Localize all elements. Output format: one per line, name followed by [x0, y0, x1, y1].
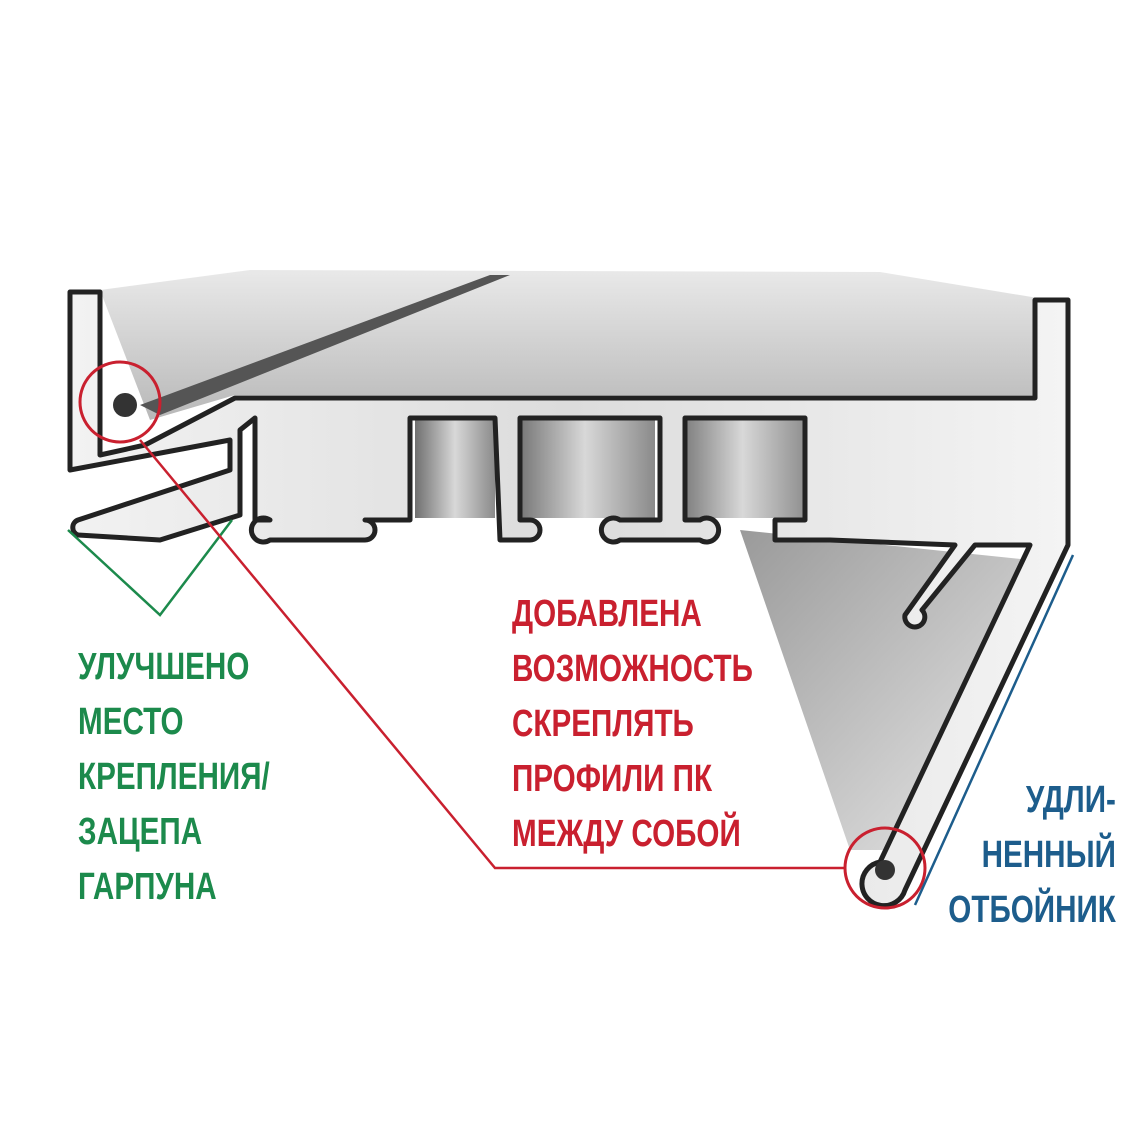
label-line: МЕЖДУ СОБОЙ [512, 813, 741, 855]
label-line: МЕСТО [78, 701, 184, 743]
label-line: УЛУЧШЕНО [78, 646, 250, 688]
harpoon-mount-label: УЛУЧШЕНО МЕСТО КРЕПЛЕНИЯ/ ЗАЦЕПА ГАРПУНА [78, 640, 270, 915]
label-line: КРЕПЛЕНИЯ/ [78, 756, 270, 798]
groove-strip [140, 275, 510, 415]
top-surface [100, 270, 1050, 420]
label-line: ОТБОЙНИК [948, 889, 1116, 931]
extended-bumper-label: УДЛИ- НЕННЫЙ ОТБОЙНИК [948, 773, 1116, 938]
label-line: ГАРПУНА [78, 866, 217, 908]
profile-outline [67, 289, 1071, 909]
right-hook [875, 860, 895, 880]
label-line: ПРОФИЛИ ПК [512, 758, 713, 800]
left-highlight-circle [78, 360, 162, 444]
bottom-shadow [740, 530, 1030, 850]
green-pointer [67, 519, 233, 617]
label-line: ЗАЦЕПА [78, 811, 203, 853]
label-line: ВОЗМОЖНОСТЬ [512, 648, 753, 690]
joining-feature-label: ДОБАВЛЕНА ВОЗМОЖНОСТЬ СКРЕПЛЯТЬ ПРОФИЛИ … [512, 587, 753, 862]
label-line: УДЛИ- [1025, 779, 1116, 821]
label-line: СКРЕПЛЯТЬ [512, 703, 694, 745]
label-line: ДОБАВЛЕНА [512, 593, 702, 635]
left-hook [113, 393, 137, 417]
red-pointer [139, 439, 845, 870]
label-line: НЕННЫЙ [981, 834, 1116, 876]
blue-pointer [913, 554, 1075, 906]
